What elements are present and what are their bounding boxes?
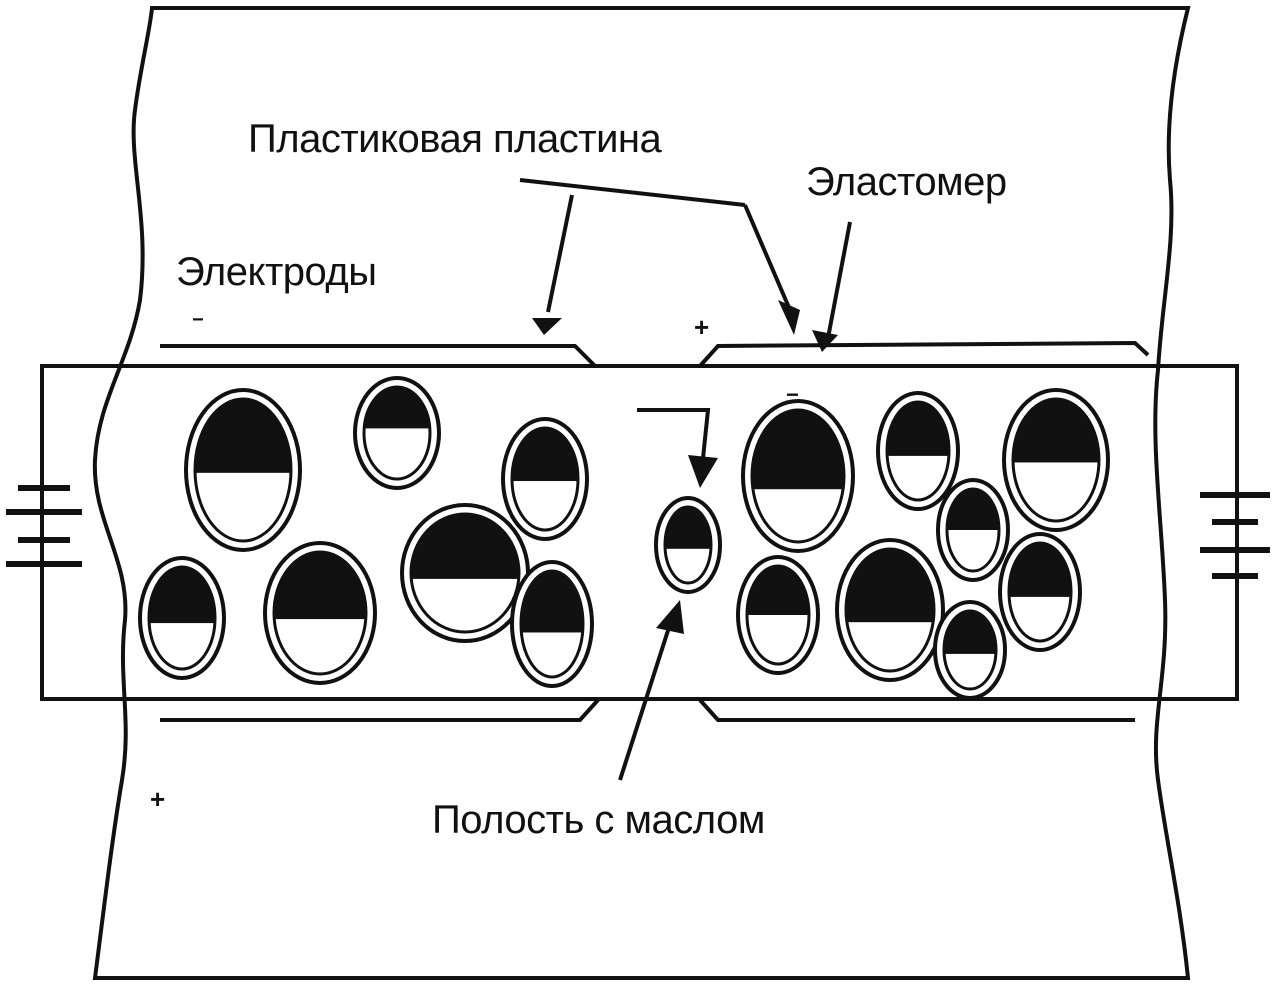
left-battery-icon (6, 485, 82, 567)
plastic-plate-leader (519, 178, 746, 207)
bottom-right-electrode (698, 698, 1135, 722)
plastic-plate-arrow-left (546, 194, 574, 313)
arrowhead-bent (688, 455, 718, 488)
oil-capsule (138, 556, 226, 680)
oil-capsule (353, 376, 441, 490)
arrowhead-elastomer (812, 330, 838, 352)
oil-capsule (654, 496, 722, 594)
bottom-left-electrode (160, 698, 600, 722)
oil-capsule (876, 391, 960, 511)
arrowhead-oil (656, 600, 684, 634)
outer-boundary (92, 6, 1191, 980)
oil-capsule (936, 478, 1010, 582)
arrowheads (532, 300, 838, 634)
minus-sign-capsule: − (786, 382, 799, 407)
bent-arrow (637, 408, 711, 469)
arrows (519, 178, 852, 781)
oil-capsule (741, 399, 855, 553)
plastic-plate-label: Пластиковая пластина (248, 117, 662, 161)
oil-cavity-arrow (618, 617, 674, 781)
electrodes-label: Электроды (176, 250, 377, 294)
elastomer-label: Эластомер (806, 160, 1007, 204)
oil-capsule (933, 600, 1007, 700)
minus-sign-top-left: − (192, 309, 204, 331)
elastomer-band (40, 364, 1239, 701)
plastic-plate-arrow-right (743, 204, 792, 311)
top-right-electrode (698, 340, 1150, 368)
oil-capsule (835, 538, 945, 682)
right-battery-icon (1200, 492, 1270, 579)
oil-capsule (736, 555, 820, 675)
plus-sign-top-mid: + (694, 312, 710, 342)
oil-capsule (184, 388, 302, 552)
oil-capsules (138, 376, 1110, 700)
arrowhead-plate-right (778, 300, 800, 335)
oil-capsule (263, 541, 377, 685)
plus-sign-bottom-left: + (150, 784, 166, 814)
oil-capsule (400, 503, 530, 643)
oil-cavity-label: Полость с маслом (432, 798, 765, 842)
oil-capsule (1002, 388, 1110, 532)
elastomer-arrow (826, 221, 852, 339)
oil-capsule (510, 560, 594, 688)
arrowhead-plate-left (532, 318, 562, 335)
oil-capsule (501, 417, 589, 541)
oil-capsule (998, 532, 1082, 652)
top-left-electrode (160, 344, 597, 368)
